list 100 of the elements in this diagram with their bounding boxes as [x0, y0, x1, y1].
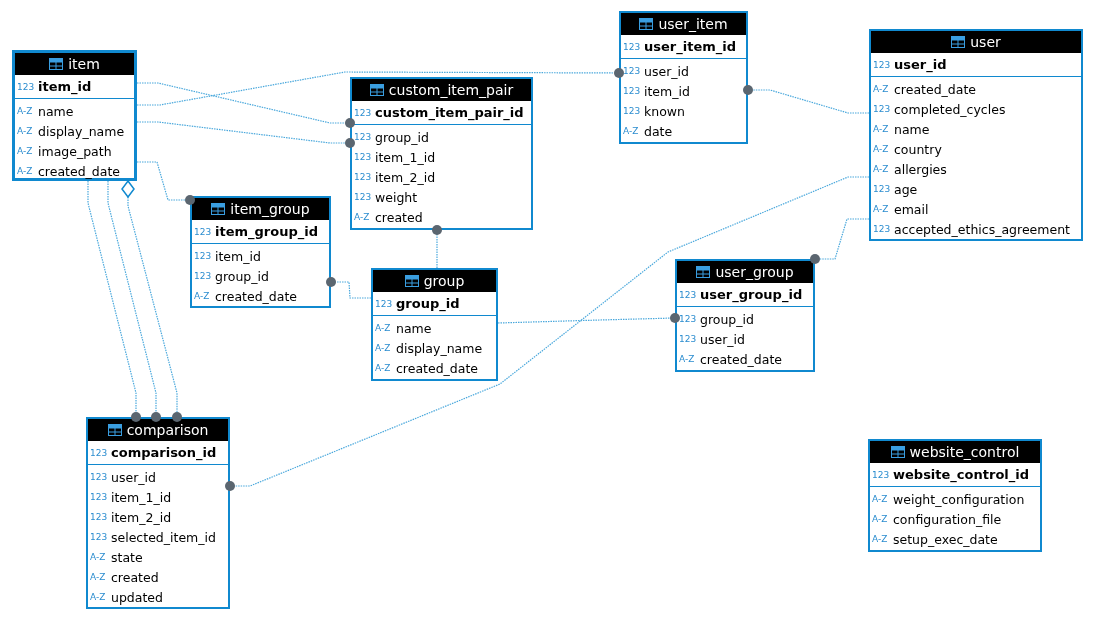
- data-type-label: A-Z: [194, 291, 211, 301]
- table-box: [190, 196, 331, 308]
- column-name: item_id: [215, 248, 261, 264]
- table-name: item: [68, 56, 100, 72]
- column-name: age: [894, 181, 918, 197]
- data-type-label: 123: [354, 152, 373, 162]
- column-name: group_id: [215, 268, 269, 284]
- table-name: item_group: [230, 201, 310, 217]
- column-name: known: [644, 103, 685, 119]
- data-type-label: 123: [90, 472, 109, 482]
- column-name: updated: [111, 589, 163, 605]
- column-name: created_date: [215, 288, 298, 304]
- relationship-line: [432, 225, 442, 269]
- data-type-label: 123: [194, 251, 213, 261]
- data-type-label: A-Z: [17, 106, 34, 116]
- table-box: [868, 439, 1042, 552]
- data-type-label: A-Z: [17, 126, 34, 136]
- relationship-line: [326, 277, 372, 299]
- table-name: user_group: [715, 264, 794, 280]
- primary-key-column: user_group_id: [700, 287, 803, 302]
- table-box: [350, 77, 533, 230]
- data-type-label: A-Z: [90, 592, 107, 602]
- data-type-label: 123: [90, 492, 109, 502]
- column-name: created: [111, 569, 159, 585]
- column-name: created_date: [396, 360, 479, 376]
- table-box: [371, 268, 498, 381]
- data-type-label: A-Z: [375, 323, 392, 333]
- relationship-line: [136, 121, 355, 148]
- column-name: display_name: [38, 123, 125, 139]
- column-name: created_date: [38, 163, 121, 179]
- primary-key-column: user_id: [894, 57, 947, 72]
- table-name: user_item: [658, 16, 728, 32]
- data-type-label: 123: [354, 132, 373, 142]
- data-type-label: 123: [354, 107, 373, 118]
- column-name: weight: [375, 189, 418, 205]
- table-box: [12, 50, 137, 181]
- column-name: item_1_id: [375, 149, 436, 165]
- primary-key-column: group_id: [396, 296, 460, 311]
- data-type-label: 123: [623, 86, 642, 96]
- data-type-label: 123: [873, 184, 892, 194]
- data-type-label: 123: [679, 314, 698, 324]
- column-name: allergies: [894, 161, 947, 177]
- relationship-line: [136, 82, 355, 128]
- table-name: comparison: [126, 422, 209, 438]
- table-box: [619, 11, 748, 144]
- column-name: accepted_ethics_agreement: [894, 221, 1070, 237]
- relationship-line: [497, 313, 680, 324]
- relationship-line: [810, 218, 870, 264]
- data-type-label: A-Z: [375, 363, 392, 373]
- data-type-label: 123: [194, 226, 213, 237]
- primary-key-column: website_control_id: [893, 467, 1030, 482]
- relationship-line: [107, 180, 161, 422]
- primary-key-column: comparison_id: [111, 445, 217, 460]
- data-type-label: 123: [873, 59, 892, 70]
- column-name: name: [894, 121, 930, 137]
- data-type-label: 123: [873, 224, 892, 234]
- data-type-label: 123: [17, 81, 36, 92]
- data-type-label: A-Z: [90, 572, 107, 582]
- data-type-label: 123: [354, 192, 373, 202]
- table-box: [675, 259, 815, 372]
- table-box: [86, 417, 230, 609]
- data-type-label: A-Z: [873, 124, 890, 134]
- primary-key-column: item_id: [38, 79, 92, 94]
- column-name: name: [396, 320, 432, 336]
- data-type-label: A-Z: [873, 84, 890, 94]
- primary-key-column: user_item_id: [644, 39, 736, 54]
- data-type-label: 123: [90, 447, 109, 458]
- table-name: website_control: [909, 444, 1020, 460]
- data-type-label: A-Z: [872, 514, 889, 524]
- column-name: display_name: [396, 340, 483, 356]
- data-type-label: A-Z: [17, 146, 34, 156]
- data-type-label: 123: [354, 172, 373, 182]
- column-name: country: [894, 141, 942, 157]
- relationship-line: [136, 68, 624, 106]
- column-name: group_id: [700, 311, 754, 327]
- column-name: weight_configuration: [893, 491, 1025, 507]
- relationship-line: [87, 180, 141, 422]
- relationship-line: [743, 85, 870, 114]
- data-type-label: A-Z: [17, 166, 34, 176]
- column-name: created: [375, 209, 423, 225]
- data-type-label: A-Z: [873, 144, 890, 154]
- data-type-label: A-Z: [623, 126, 640, 136]
- column-name: image_path: [38, 143, 112, 159]
- data-type-label: 123: [194, 271, 213, 281]
- data-type-label: A-Z: [873, 164, 890, 174]
- data-type-label: A-Z: [872, 534, 889, 544]
- data-type-label: 123: [679, 289, 698, 300]
- column-name: item_1_id: [111, 489, 172, 505]
- data-type-label: 123: [90, 532, 109, 542]
- column-name: date: [644, 123, 673, 139]
- column-name: selected_item_id: [111, 529, 216, 545]
- data-type-label: 123: [90, 512, 109, 522]
- data-type-label: A-Z: [873, 204, 890, 214]
- column-name: item_2_id: [375, 169, 436, 185]
- data-type-label: A-Z: [872, 494, 889, 504]
- relationship-line: [225, 176, 870, 491]
- data-type-label: 123: [872, 469, 891, 480]
- data-type-label: A-Z: [354, 212, 371, 222]
- data-type-label: A-Z: [679, 354, 696, 364]
- column-name: email: [894, 201, 929, 217]
